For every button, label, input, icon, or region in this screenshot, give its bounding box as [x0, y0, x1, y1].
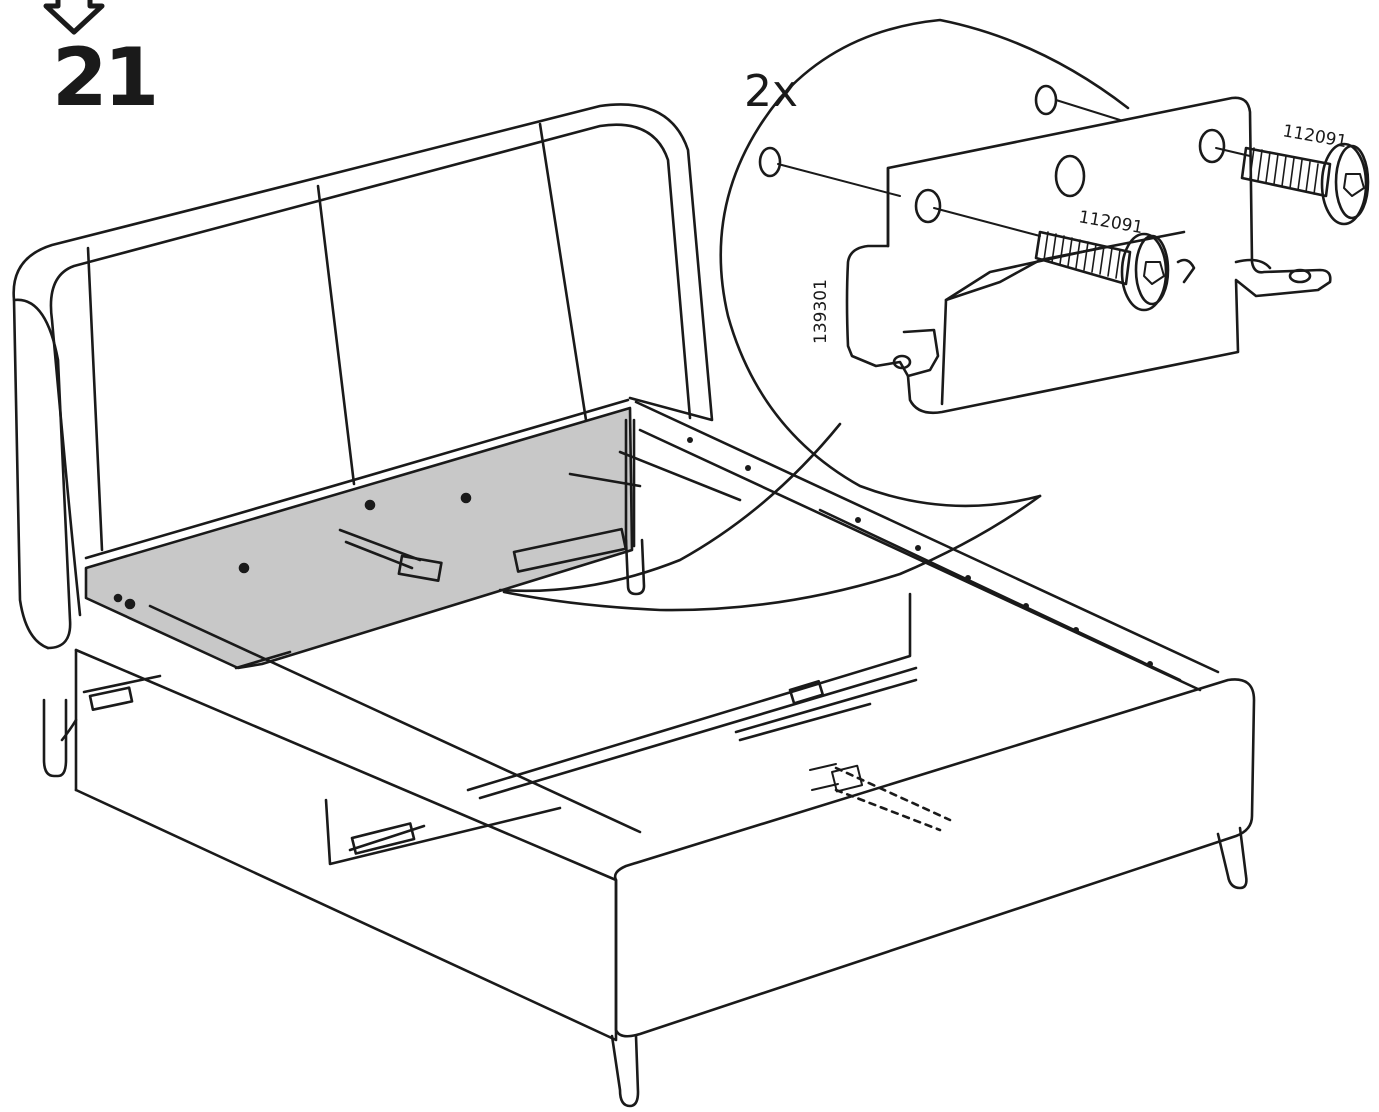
step-arrow-icon	[43, 0, 105, 35]
footboard	[613, 678, 1256, 1038]
screw-label-top: 112091	[1281, 121, 1348, 152]
bed-frame	[12, 103, 1256, 1108]
screw-bottom	[1034, 230, 1170, 312]
screw-label-bottom: 112091	[1077, 207, 1144, 238]
screw-top	[1240, 142, 1370, 226]
detail-callout	[498, 18, 1370, 612]
side-rail-right	[634, 400, 1220, 674]
step-number: 21	[52, 31, 159, 124]
part-number-vertical: 139301	[811, 279, 831, 344]
quantity-label: 2x	[744, 66, 798, 117]
center-rail	[466, 592, 912, 792]
headboard	[12, 103, 714, 650]
side-rail-left	[74, 648, 618, 1042]
bracket-plate	[845, 96, 1332, 415]
legs	[42, 538, 1248, 1108]
